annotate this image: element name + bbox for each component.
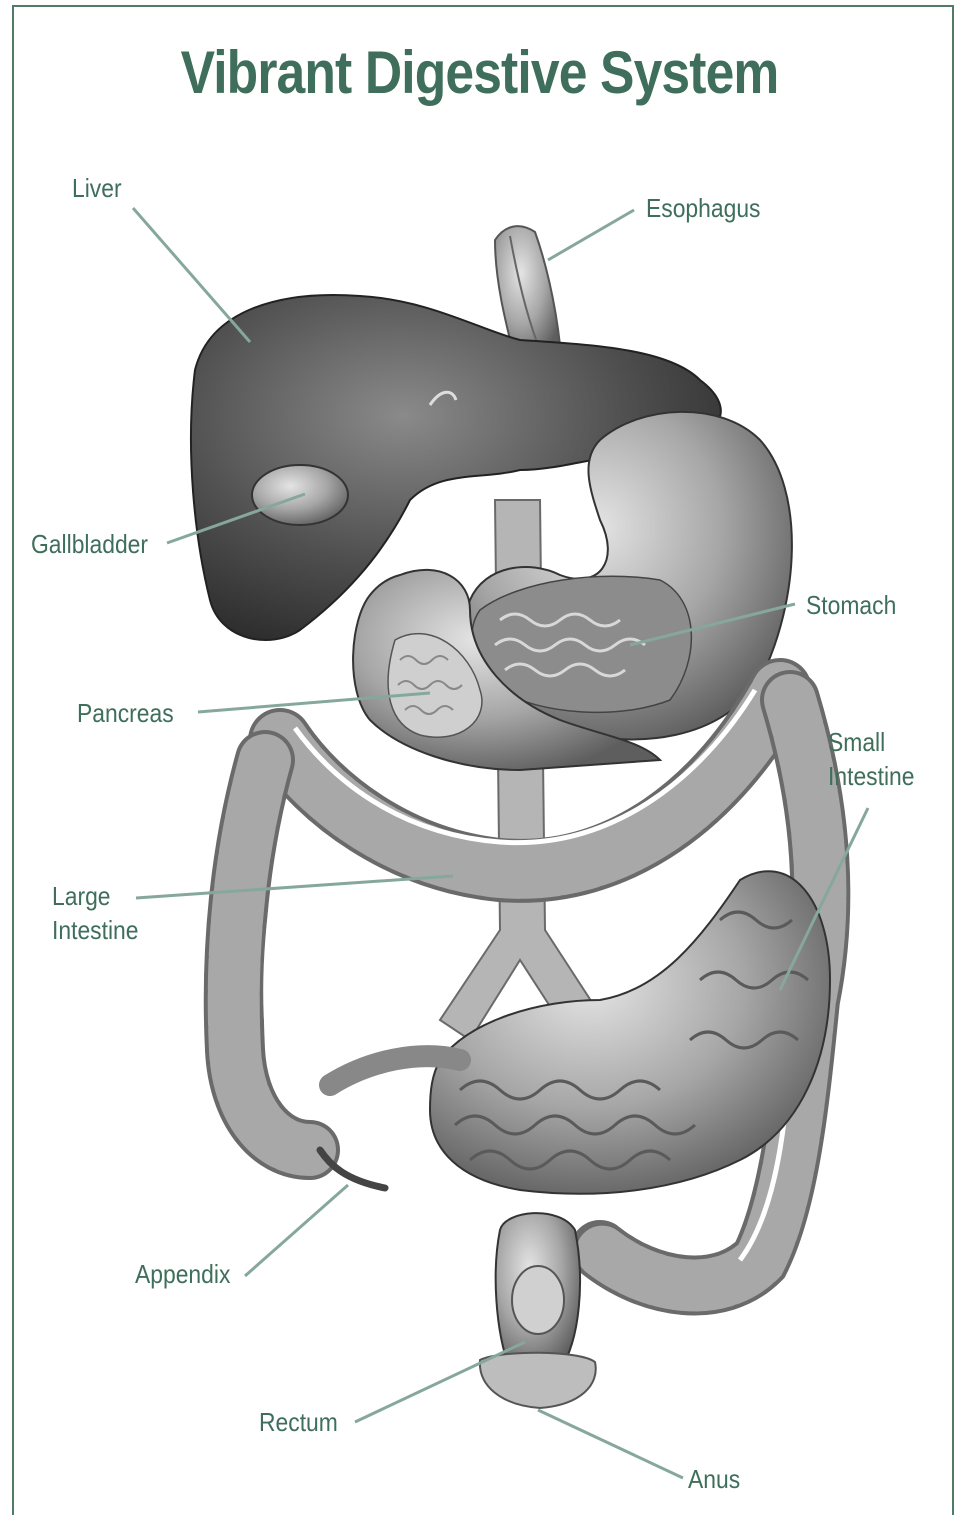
leader-anus bbox=[538, 1410, 683, 1478]
leader-liver bbox=[133, 208, 250, 342]
label-pancreas: Pancreas bbox=[77, 696, 174, 730]
label-stomach: Stomach bbox=[806, 588, 896, 622]
leader-large-intestine bbox=[136, 876, 453, 898]
label-large-intestine-line2: Intestine bbox=[52, 913, 139, 947]
label-esophagus: Esophagus bbox=[646, 191, 760, 225]
label-large-intestine-line1: Large bbox=[52, 879, 111, 913]
label-appendix: Appendix bbox=[135, 1257, 230, 1291]
anus bbox=[480, 1353, 596, 1408]
label-anus: Anus bbox=[688, 1462, 740, 1496]
leader-appendix bbox=[245, 1185, 348, 1276]
leader-esophagus bbox=[548, 210, 634, 260]
label-gallbladder: Gallbladder bbox=[31, 527, 148, 561]
label-small-intestine-line1: Small bbox=[828, 725, 885, 759]
label-rectum: Rectum bbox=[259, 1405, 338, 1439]
label-small-intestine-line2: Intestine bbox=[828, 759, 915, 793]
label-liver: Liver bbox=[72, 171, 122, 205]
